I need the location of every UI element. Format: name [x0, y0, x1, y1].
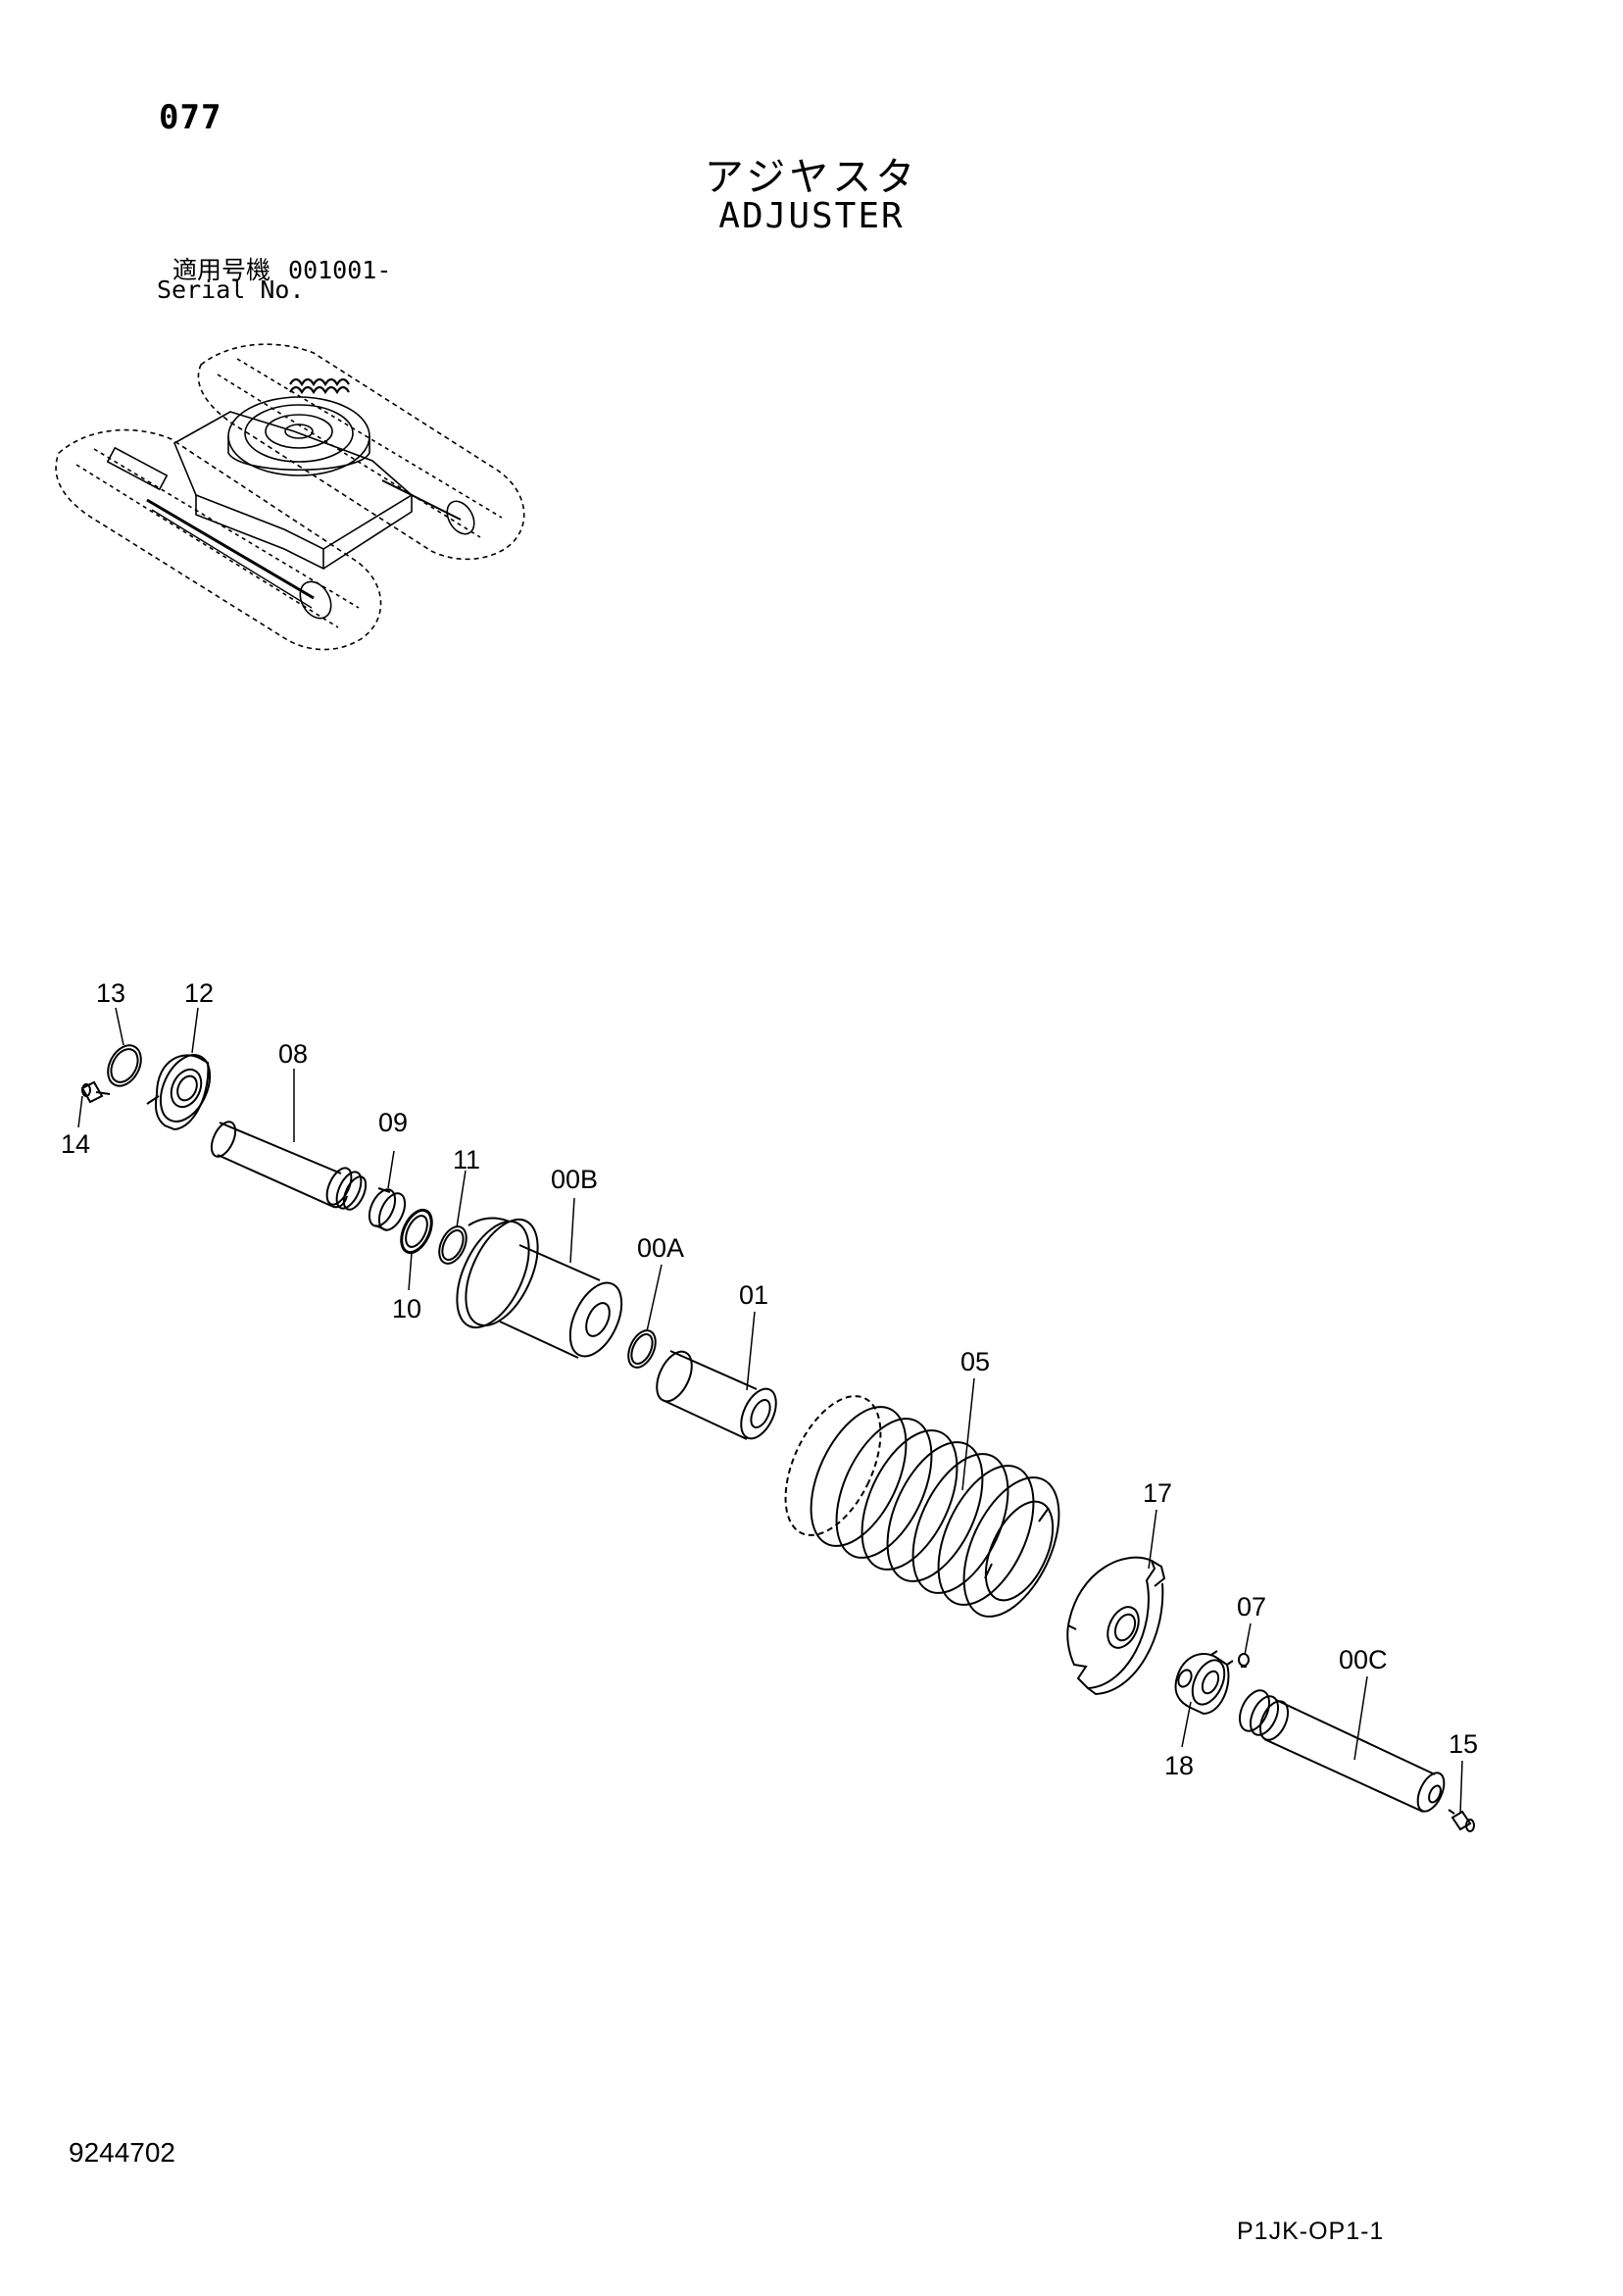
page-title: ADJUSTER: [718, 196, 905, 236]
document-number: 9244702: [69, 2137, 176, 2168]
part-00B-cylinder: [456, 1217, 623, 1359]
part-18-lock-nut: [1174, 1650, 1234, 1716]
serial-label-english: Serial No.: [157, 275, 305, 304]
part-00C-rod: [1238, 1689, 1446, 1813]
part-08-rod: [210, 1121, 368, 1211]
part-17-spring-seat: [1066, 1556, 1166, 1696]
part-07-set-screw: [1238, 1653, 1250, 1668]
page-number: 077: [159, 98, 222, 137]
callout-07: 07: [1237, 1592, 1266, 1622]
callout-18: 18: [1164, 1751, 1194, 1780]
part-09-ring: [368, 1187, 407, 1231]
callout-08: 08: [278, 1039, 308, 1069]
callout-14: 14: [61, 1129, 90, 1159]
part-12-flange: [146, 1054, 212, 1131]
part-05-coil-spring: [784, 1395, 1060, 1618]
callout-09: 09: [378, 1108, 408, 1137]
part-00A-o-ring: [627, 1329, 657, 1369]
callout-00B: 00B: [551, 1165, 598, 1194]
page-title-japanese: アジヤスタ: [704, 155, 919, 200]
serial-value: 001001-: [288, 256, 392, 284]
callout-15: 15: [1449, 1729, 1478, 1759]
callout-17: 17: [1143, 1478, 1172, 1508]
part-01-spacer: [656, 1350, 777, 1440]
callout-05: 05: [960, 1347, 990, 1376]
part-14-grease-fitting: [80, 1080, 111, 1104]
part-13-o-ring: [107, 1044, 142, 1087]
callout-labels: 13 12 14 08 09 11 10 00B 00A 01 05 17 07…: [61, 978, 1478, 1780]
undercarriage-overview-illustration: [55, 343, 525, 651]
callout-11: 11: [453, 1145, 480, 1174]
callout-13: 13: [96, 978, 125, 1008]
callout-00C: 00C: [1339, 1645, 1388, 1674]
serial-label-japanese: 適用号機 001001-: [172, 251, 391, 286]
serial-label-jp-text: 適用号機: [172, 256, 271, 284]
part-11-o-ring: [438, 1225, 467, 1265]
part-10-backup-ring: [400, 1208, 433, 1255]
callout-01: 01: [739, 1280, 768, 1310]
part-15-grease-fitting: [1448, 1809, 1475, 1832]
callout-00A: 00A: [637, 1233, 684, 1263]
callout-12: 12: [184, 978, 214, 1008]
leader-lines: [77, 1007, 1463, 1815]
page-code: P1JK-OP1-1: [1237, 2218, 1385, 2245]
callout-10: 10: [392, 1294, 421, 1323]
